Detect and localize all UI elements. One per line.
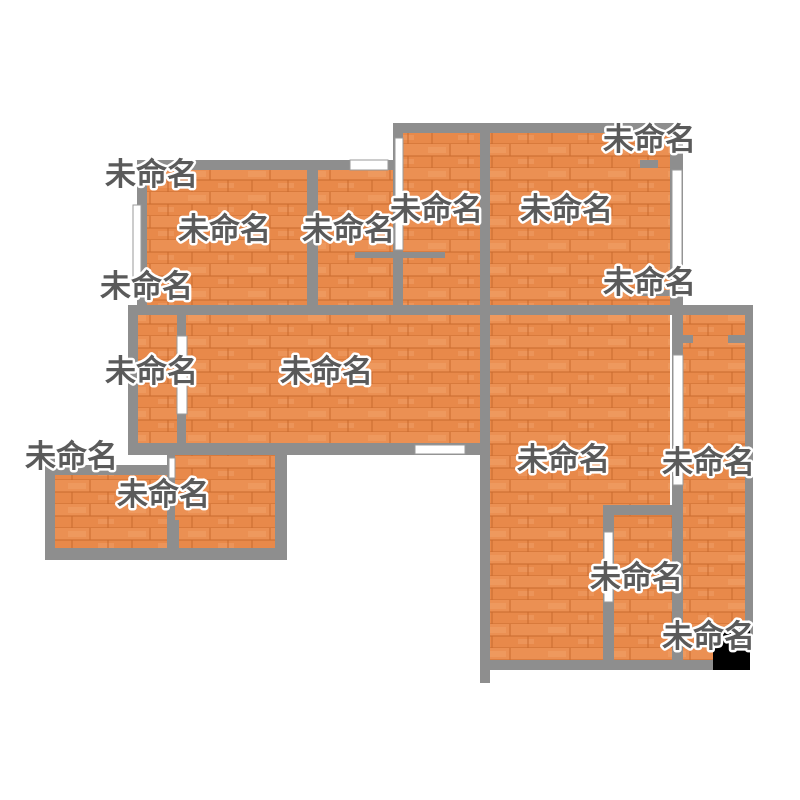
pillar: [713, 628, 750, 670]
wall: [128, 443, 490, 455]
room-label-southwest-room: 未命名: [117, 477, 210, 513]
wall: [128, 305, 138, 455]
wall: [45, 455, 55, 560]
wall: [137, 160, 397, 170]
floor-west-corridor[interactable]: [137, 315, 177, 443]
floor-living-room[interactable]: [186, 315, 480, 443]
wall: [393, 123, 683, 133]
wall: [603, 505, 682, 515]
wall: [45, 465, 175, 475]
wall: [45, 548, 287, 560]
floor-west-room-mid[interactable]: [318, 170, 396, 308]
wall: [137, 160, 147, 310]
room-label-west-room-mid: 未命名: [302, 212, 395, 248]
window[interactable]: [132, 204, 142, 296]
room-label-center-room: 未命名: [390, 192, 483, 228]
wall: [683, 335, 693, 343]
window[interactable]: [671, 169, 683, 276]
wall: [640, 290, 670, 296]
room-label-living-room: 未命名: [280, 354, 373, 390]
wall: [307, 160, 318, 310]
wall: [355, 252, 445, 258]
room-label-south-small-room: 未命名: [590, 560, 683, 596]
wall: [480, 123, 490, 683]
wall: [128, 305, 753, 315]
window[interactable]: [349, 159, 389, 171]
window[interactable]: [176, 335, 188, 415]
wall: [672, 315, 683, 660]
wall: [137, 190, 147, 200]
room-label-west-balcony-top: 未命名: [105, 157, 198, 193]
window[interactable]: [168, 457, 176, 479]
room-label-southwest-balcony: 未命名: [25, 439, 118, 475]
floor-southwest-room[interactable]: [175, 455, 275, 548]
wall: [640, 160, 658, 168]
wall: [167, 520, 179, 550]
window[interactable]: [414, 444, 466, 455]
floor-center-room[interactable]: [403, 133, 481, 308]
room-label-east-balcony-top: 未命名: [603, 122, 696, 158]
room-labels: 未命名 未命名 未命名 未命名 未命名 未命名 未命名 未命名 未命名 未命名 …: [23, 120, 758, 658]
floor-southwest-balcony[interactable]: [53, 475, 167, 548]
window[interactable]: [603, 531, 614, 603]
wall: [167, 455, 175, 550]
room-label-west-balcony-bottom: 未命名: [100, 269, 193, 305]
room-label-dining-room: 未命名: [517, 442, 610, 478]
room-label-southeast-corner: 未命名: [662, 619, 755, 655]
window[interactable]: [394, 137, 404, 251]
room-label-east-balcony-bottom: 未命名: [603, 265, 696, 301]
floor-east-strip[interactable]: [683, 315, 745, 660]
room-label-west-room-left: 未命名: [178, 212, 271, 248]
wall: [275, 443, 287, 560]
window[interactable]: [672, 354, 684, 486]
room-label-east-strip: 未命名: [662, 445, 755, 481]
wall: [745, 305, 753, 650]
room-label-east-room-top: 未命名: [520, 192, 613, 228]
windows: [132, 137, 684, 603]
wall: [728, 335, 745, 343]
room-label-west-corridor: 未命名: [105, 354, 198, 390]
floor-west-room-left[interactable]: [145, 170, 307, 308]
floor-south-small-room[interactable]: [614, 515, 672, 660]
wall: [480, 660, 715, 670]
